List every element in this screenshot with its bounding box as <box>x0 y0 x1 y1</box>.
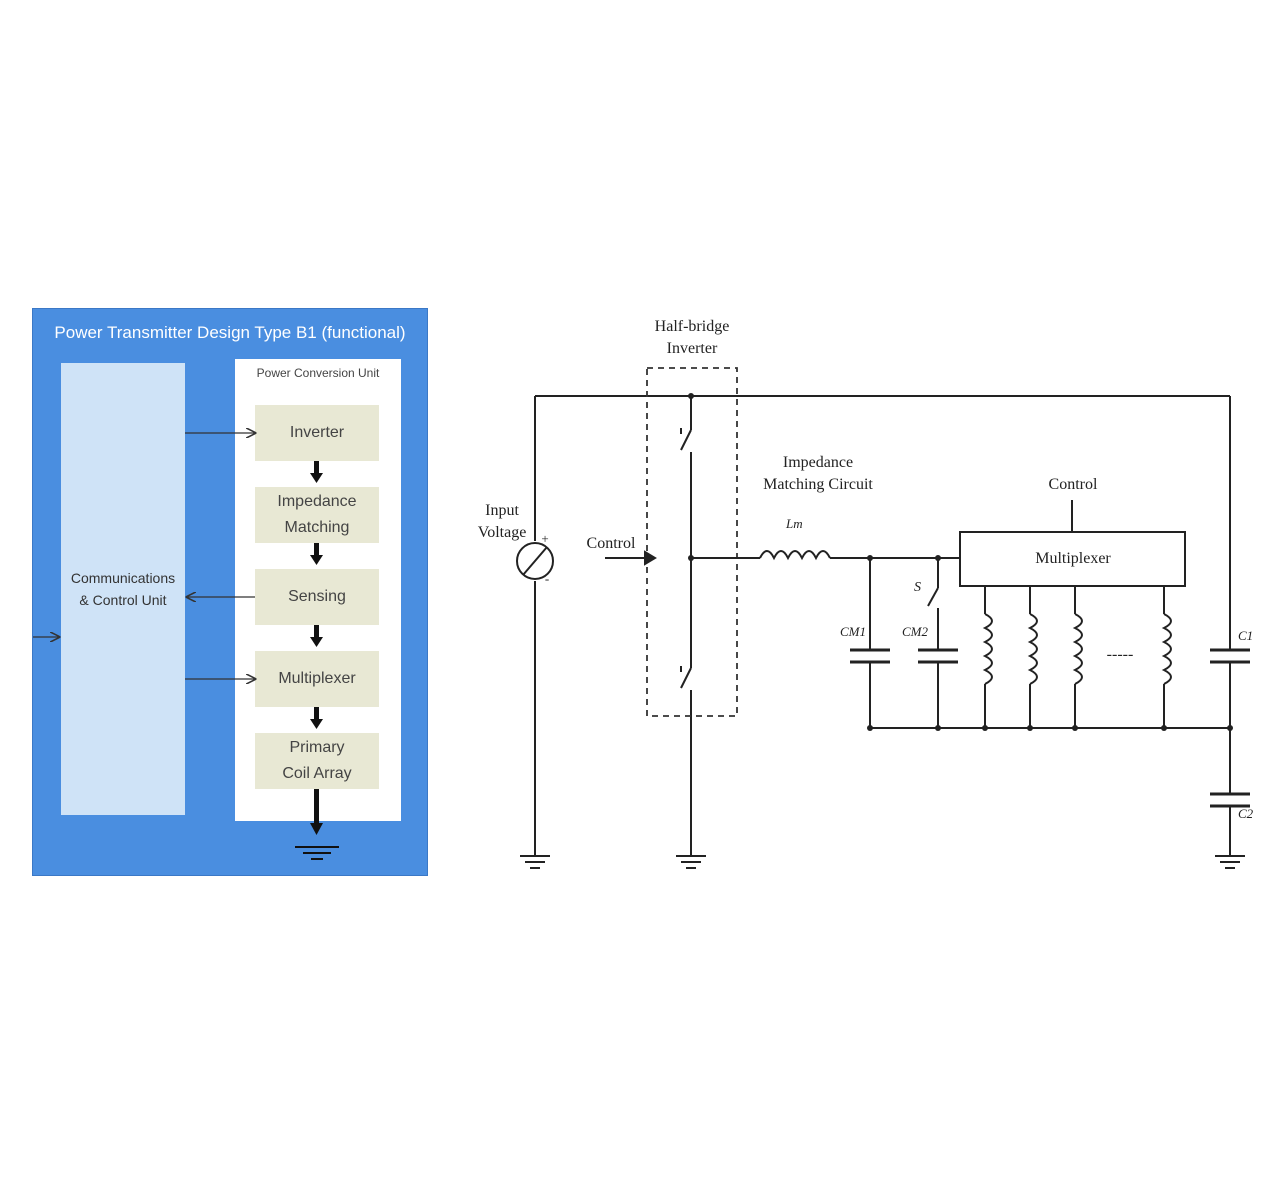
switch-s <box>927 587 939 607</box>
sensing-box: Sensing <box>255 569 379 625</box>
coil-1 <box>982 613 993 685</box>
cm2-label: CM2 <box>902 624 928 639</box>
inductor-lm <box>759 550 831 561</box>
power-conversion-unit-title: Power Conversion Unit <box>256 366 380 380</box>
block-diagram-title: Power Transmitter Design Type B1 (functi… <box>54 323 406 342</box>
cm1-label: CM1 <box>840 624 866 639</box>
multiplexer-box: Multiplexer <box>255 651 379 707</box>
coil-n <box>1161 613 1172 685</box>
input-voltage-source <box>516 542 554 580</box>
c1-label: C1 <box>1238 628 1254 643</box>
communications-control-unit: Communications & Control Unit <box>61 363 185 815</box>
inverter-box: Inverter <box>255 405 379 461</box>
half-bridge-inverter-label: Half-bridge Inverter <box>654 318 730 357</box>
s-label: S <box>914 580 921 595</box>
coil-3 <box>1072 613 1083 685</box>
functional-block-diagram: Power Transmitter Design Type B1 (functi… <box>32 308 428 876</box>
coil-ellipsis: ----- <box>1106 646 1134 663</box>
source-plus-label: + <box>541 531 549 546</box>
control-top-label: Control <box>1048 476 1098 493</box>
coil-2 <box>1027 613 1038 685</box>
primary-coils <box>982 586 1172 728</box>
source-minus-label: - <box>544 571 550 586</box>
control-left-label: Control <box>586 535 636 552</box>
multiplexer-label: Multiplexer <box>1035 550 1111 567</box>
circuit-schematic <box>516 367 1250 869</box>
ground-left <box>520 855 550 869</box>
junction-dots <box>688 393 1233 731</box>
ground-symbols <box>520 855 1245 869</box>
c2-label: C2 <box>1238 806 1254 821</box>
power-conversion-unit: Power Conversion Unit Inverter Impedance… <box>235 359 401 821</box>
input-voltage-label: Input Voltage <box>477 502 527 541</box>
lm-label: Lm <box>786 516 803 531</box>
half-bridge-inverter-box <box>646 367 738 717</box>
lower-switch <box>680 667 692 689</box>
block-ground-symbol <box>295 846 339 860</box>
ground-right <box>1215 855 1245 869</box>
upper-switch <box>680 429 692 451</box>
impedance-matching-circuit-label: Impedance Matching Circuit <box>763 454 873 493</box>
primary-coil-array-box: Primary Coil Array <box>255 733 379 789</box>
ground-half-bridge <box>676 855 706 869</box>
impedance-matching-box: Impedance Matching <box>255 487 379 543</box>
control-arrow-head <box>644 550 657 566</box>
